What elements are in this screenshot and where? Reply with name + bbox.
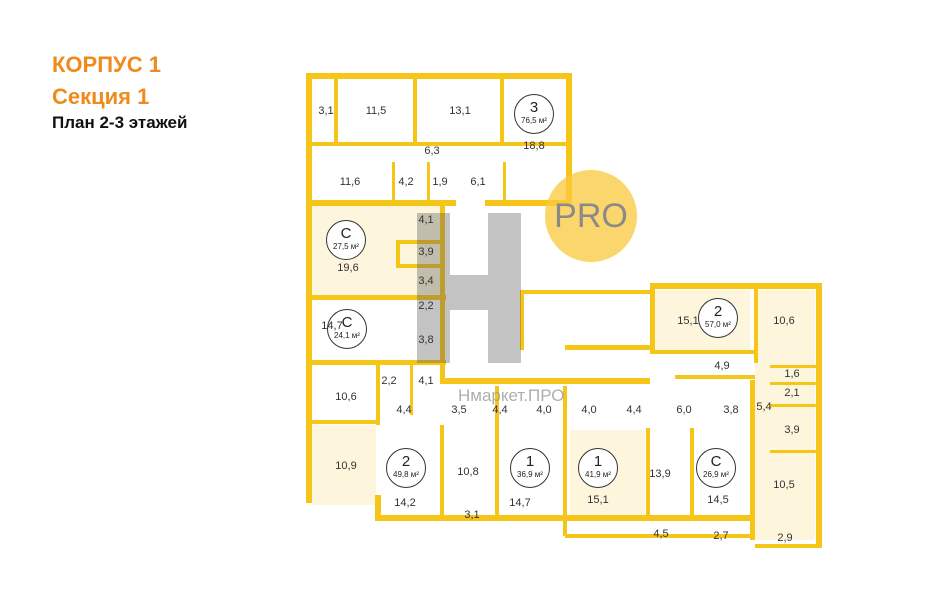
section-title: Секция 1 xyxy=(52,84,150,109)
room-area-label: 4,2 xyxy=(398,176,414,188)
room-area-label: 14,5 xyxy=(707,494,729,506)
building-title: КОРПУС 1 xyxy=(52,52,161,77)
room-area-label: 2,2 xyxy=(381,375,397,387)
room-area-label: 2,1 xyxy=(784,387,800,399)
room-area-label: 15,1 xyxy=(587,494,609,506)
room-area-label: 4,1 xyxy=(418,214,434,226)
room-area-label: 11,5 xyxy=(365,105,387,117)
room-area-label: 10,6 xyxy=(335,391,357,403)
room-area-label: 14,7 xyxy=(321,320,343,332)
room-area-label: 4,4 xyxy=(626,404,642,416)
room-area-label: 1,6 xyxy=(784,368,800,380)
room-area-label: 1,9 xyxy=(432,176,448,188)
room-area-label: 3,4 xyxy=(418,275,434,287)
room-area-label: 18,8 xyxy=(523,140,545,152)
room-area-label: 4,4 xyxy=(492,404,508,416)
room-area-label: 4,0 xyxy=(536,404,552,416)
site-watermark: Нмаркет.ПРО xyxy=(458,386,565,405)
room-area-label: 5,4 xyxy=(756,401,772,413)
room-area-label: 3,9 xyxy=(418,246,434,258)
floor-plan-title: План 2-3 этажей xyxy=(52,113,188,132)
room-area-label: 19,6 xyxy=(337,262,359,274)
room-area-label: 6,3 xyxy=(424,145,440,157)
room-area-label: 3,8 xyxy=(723,404,739,416)
logo-mark xyxy=(417,213,521,363)
room-area-label: 14,2 xyxy=(394,497,416,509)
room-area-label: 15,1 xyxy=(677,315,699,327)
room-area-label: 3,9 xyxy=(784,424,800,436)
pro-watermark: PRO xyxy=(545,170,637,262)
room-area-label: 13,9 xyxy=(649,468,671,480)
room-area-label: 3,1 xyxy=(464,509,480,521)
room-area-label: 3,1 xyxy=(318,105,334,117)
room-area-label: 10,8 xyxy=(457,466,479,478)
room-area-label: 4,9 xyxy=(714,360,730,372)
room-area-label: 13,1 xyxy=(449,105,471,117)
room-area-label: 6,1 xyxy=(470,176,486,188)
room-area-label: 4,5 xyxy=(653,528,669,540)
room-area-label: 4,0 xyxy=(581,404,597,416)
room-area-label: 4,4 xyxy=(396,404,412,416)
room-area-label: 10,9 xyxy=(335,460,357,472)
room-area-label: 3,8 xyxy=(418,334,434,346)
room-area-label: 2,7 xyxy=(713,530,729,542)
room-area-label: 11,6 xyxy=(339,176,361,188)
room-area-label: 6,0 xyxy=(676,404,692,416)
room-area-label: 3,5 xyxy=(451,404,467,416)
room-area-label: 14,7 xyxy=(509,497,531,509)
room-area-label: 2,2 xyxy=(418,300,434,312)
room-area-label: 10,6 xyxy=(773,315,795,327)
room-area-label: 10,5 xyxy=(773,479,795,491)
room-area-label: 2,9 xyxy=(777,532,793,544)
room-area-label: 4,1 xyxy=(418,375,434,387)
